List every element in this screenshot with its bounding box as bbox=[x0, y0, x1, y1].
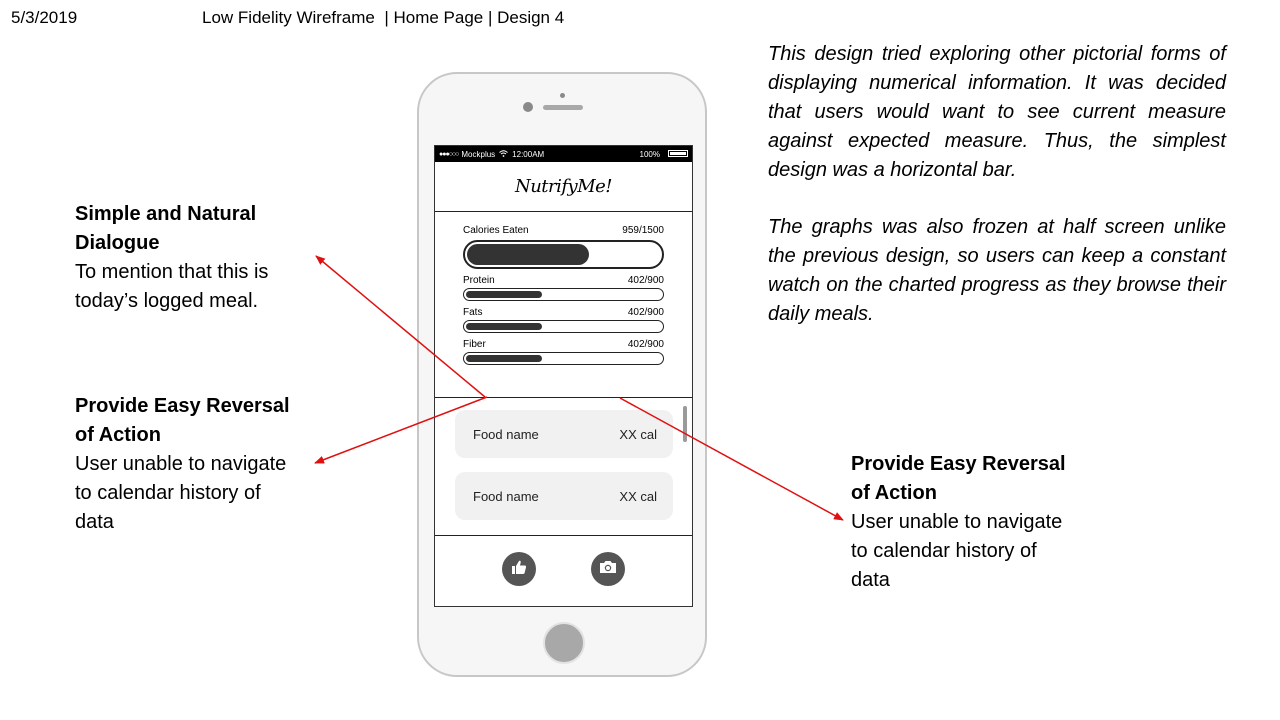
app-header: NutrifyMe! bbox=[435, 162, 692, 212]
phone-speaker bbox=[543, 105, 583, 110]
fiber-progress-bar bbox=[463, 352, 664, 365]
annotation-reversal-left: Provide Easy Reversal of Action User una… bbox=[75, 392, 305, 537]
app-logo-title: NutrifyMe! bbox=[514, 176, 613, 197]
signal-strength-icon: ●●●○○○ bbox=[439, 150, 459, 158]
status-time: 12:00AM bbox=[512, 149, 545, 159]
fiber-progress-fill bbox=[466, 355, 542, 362]
food-list-item[interactable]: Food name XX cal bbox=[455, 472, 673, 520]
annotation-heading: Provide Easy Reversal of Action bbox=[75, 395, 290, 446]
design-note-1: This design tried exploring other pictor… bbox=[768, 43, 1226, 181]
annotation-body: User unable to navigate to calendar hist… bbox=[851, 511, 1063, 591]
annotation-body: User unable to navigate to calendar hist… bbox=[75, 453, 287, 533]
food-name: Food name bbox=[473, 488, 539, 504]
calories-progress-fill bbox=[467, 244, 590, 265]
food-list-item[interactable]: Food name XX cal bbox=[455, 410, 673, 458]
nutrient-label: Protein bbox=[463, 275, 495, 286]
nutrient-header-protein: Protein 402/900 bbox=[463, 275, 664, 286]
calories-header: Calories Eaten 959/1500 bbox=[463, 212, 664, 236]
food-list[interactable]: Food name XX cal Food name XX cal bbox=[435, 398, 692, 536]
annotation-reversal-right: Provide Easy Reversal of Action User una… bbox=[851, 450, 1081, 595]
annotation-heading: Simple and Natural Dialogue bbox=[75, 203, 257, 254]
thumbs-up-icon bbox=[511, 559, 527, 580]
bottom-action-bar bbox=[435, 536, 692, 606]
camera-icon bbox=[599, 560, 617, 579]
nutrient-label: Fats bbox=[463, 307, 483, 318]
calories-value: 959/1500 bbox=[622, 225, 664, 236]
calories-progress-bar bbox=[463, 240, 664, 269]
status-bar: ●●●○○○ Mockplus 12:00AM 100% bbox=[435, 146, 692, 162]
phone-mockup: ●●●○○○ Mockplus 12:00AM 100% NutrifyMe! … bbox=[417, 72, 707, 677]
annotation-heading: Provide Easy Reversal of Action bbox=[851, 453, 1066, 504]
progress-panel: Calories Eaten 959/1500 Protein 402/900 … bbox=[435, 212, 692, 398]
nutrient-header-fats: Fats 402/900 bbox=[463, 307, 664, 318]
calories-label: Calories Eaten bbox=[463, 225, 529, 236]
arrow-to-reversal-right bbox=[619, 397, 844, 521]
battery-percent: 100% bbox=[639, 149, 660, 159]
nutrient-header-fiber: Fiber 402/900 bbox=[463, 339, 664, 350]
carrier-name: Mockplus bbox=[461, 149, 496, 159]
fats-progress-bar bbox=[463, 320, 664, 333]
nutrient-value: 402/900 bbox=[627, 275, 664, 286]
fats-progress-fill bbox=[466, 323, 542, 330]
annotation-natural-dialogue: Simple and Natural Dialogue To mention t… bbox=[75, 200, 305, 316]
nutrient-label: Fiber bbox=[463, 339, 486, 350]
battery-icon bbox=[668, 150, 688, 157]
phone-screen: ●●●○○○ Mockplus 12:00AM 100% NutrifyMe! … bbox=[434, 145, 693, 607]
phone-sensor bbox=[560, 93, 565, 98]
design-note-2: The graphs was also frozen at half scree… bbox=[768, 216, 1226, 325]
slide-title: Low Fidelity Wireframe | Home Page | Des… bbox=[202, 8, 565, 27]
phone-home-button[interactable] bbox=[543, 622, 585, 664]
arrow-to-dialogue-note bbox=[315, 255, 486, 398]
list-scrollbar[interactable] bbox=[683, 406, 687, 442]
food-name: Food name bbox=[473, 426, 539, 442]
protein-progress-fill bbox=[466, 291, 542, 298]
annotation-body: To mention that this is today’s logged m… bbox=[75, 261, 269, 312]
arrow-to-reversal-left bbox=[314, 396, 488, 464]
protein-progress-bar bbox=[463, 288, 664, 301]
camera-button[interactable] bbox=[591, 552, 625, 586]
slide-date: 5/3/2019 bbox=[11, 8, 78, 27]
food-calories: XX cal bbox=[619, 426, 657, 442]
like-button[interactable] bbox=[502, 552, 536, 586]
phone-front-camera bbox=[523, 102, 533, 112]
wifi-icon bbox=[499, 149, 509, 159]
nutrient-value: 402/900 bbox=[627, 339, 664, 350]
nutrient-value: 402/900 bbox=[627, 307, 664, 318]
food-calories: XX cal bbox=[619, 488, 657, 504]
